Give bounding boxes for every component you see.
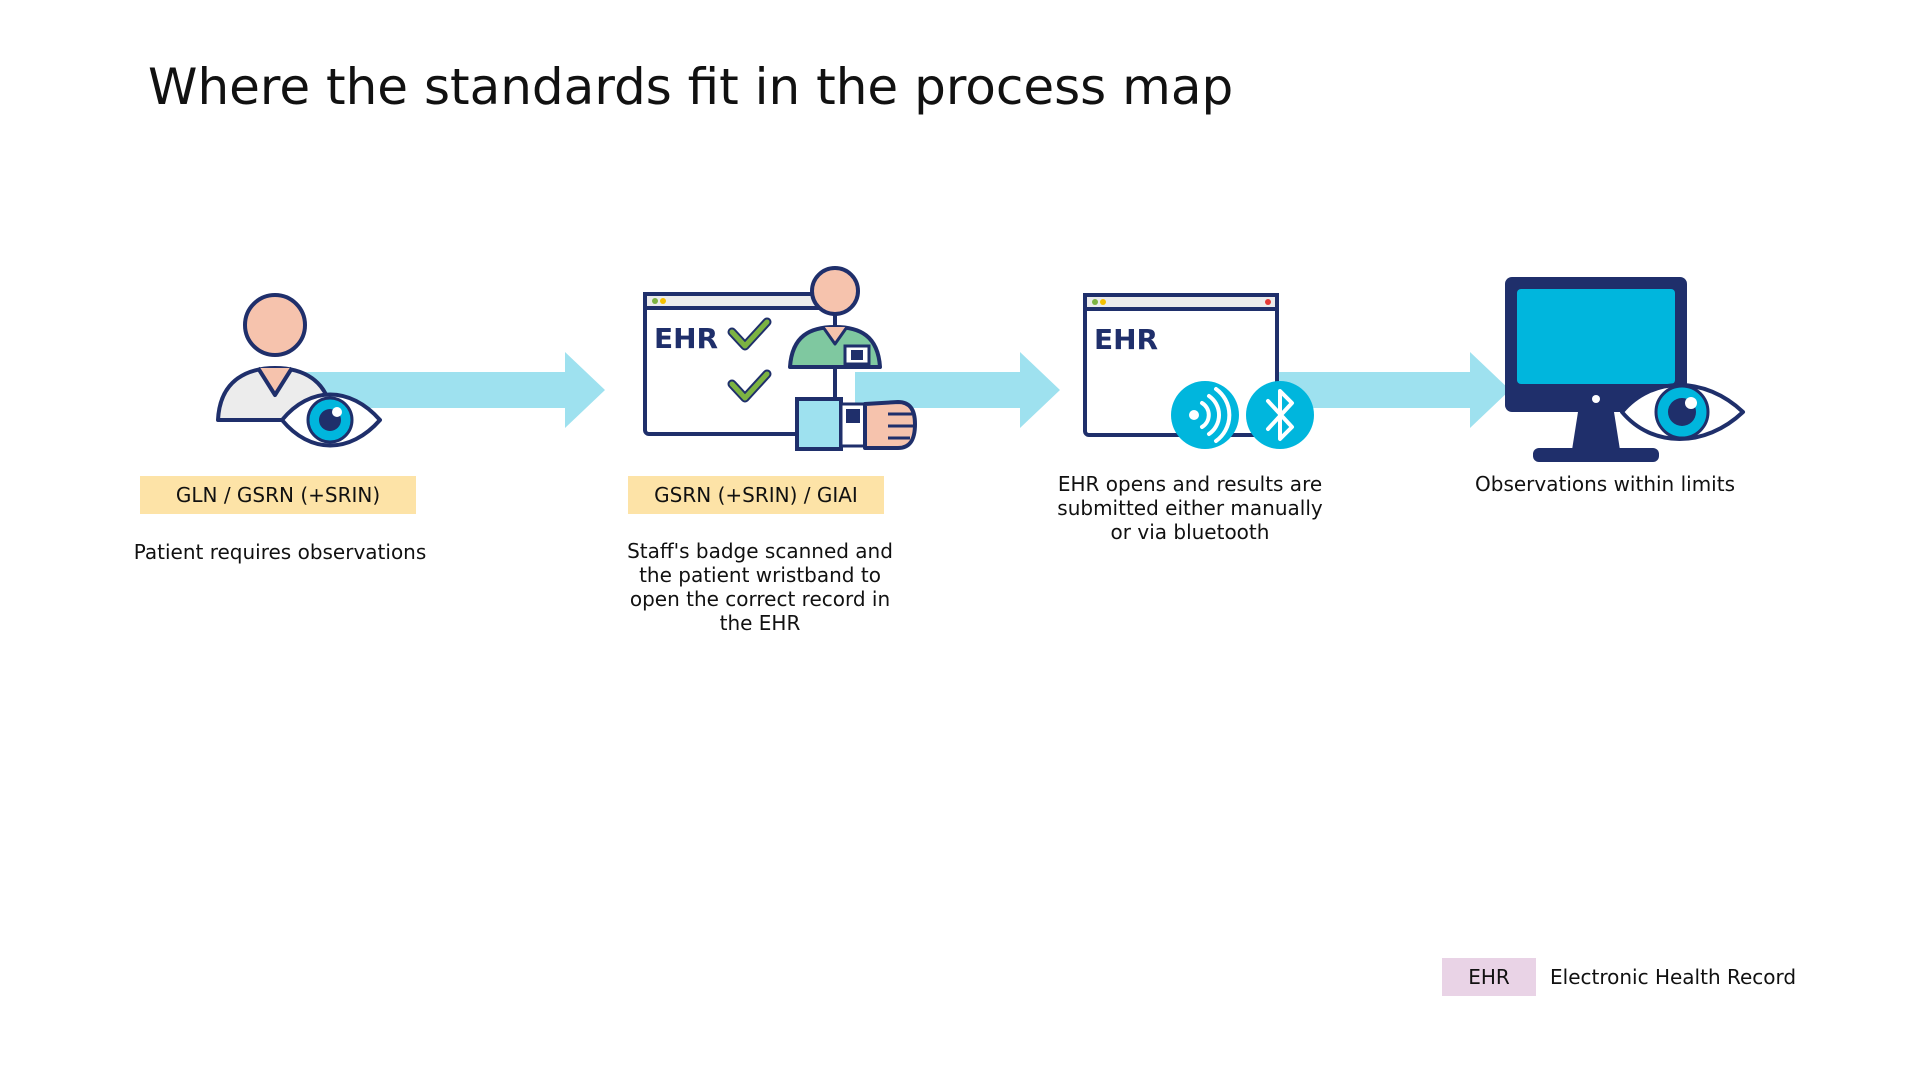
- ehr-badge-scan-icon: EHR: [643, 266, 917, 451]
- monitor-eye-icon: [1505, 277, 1745, 462]
- desc-line: Patient requires observations: [133, 540, 427, 564]
- desc-line: or via bluetooth: [1110, 520, 1270, 544]
- step-2-description: Staff's badge scanned and the patient wr…: [600, 539, 920, 635]
- desc-line: Observations within limits: [1475, 472, 1735, 496]
- legend-abbreviation: EHR: [1442, 958, 1536, 996]
- page-title: Where the standards fit in the process m…: [148, 58, 1234, 116]
- step-4-description: Observations within limits: [1440, 472, 1770, 496]
- desc-line: Staff's badge scanned and: [627, 539, 893, 563]
- desc-line: open the correct record in: [629, 587, 891, 611]
- standard-tag-step-1: GLN / GSRN (+SRIN): [140, 476, 416, 514]
- step-3-description: EHR opens and results are submitted eith…: [1030, 472, 1350, 544]
- flow-arrow-3: [1270, 352, 1510, 428]
- legend-meaning: Electronic Health Record: [1550, 965, 1797, 989]
- flow-arrow-2: [855, 352, 1060, 428]
- desc-line: the EHR: [719, 611, 801, 635]
- desc-line: EHR opens and results are: [1057, 472, 1323, 496]
- ehr-label: EHR: [654, 322, 718, 355]
- flow-arrow-1: [300, 352, 605, 428]
- desc-line: submitted either manually: [1057, 496, 1323, 520]
- ehr-label: EHR: [1094, 323, 1158, 356]
- patient-observed-icon: [216, 293, 382, 448]
- desc-line: the patient wristband to: [639, 563, 881, 587]
- step-1-description: Patient requires observations: [110, 540, 450, 564]
- standard-tag-step-2: GSRN (+SRIN) / GIAI: [628, 476, 884, 514]
- ehr-wireless-icon: EHR: [1083, 293, 1314, 449]
